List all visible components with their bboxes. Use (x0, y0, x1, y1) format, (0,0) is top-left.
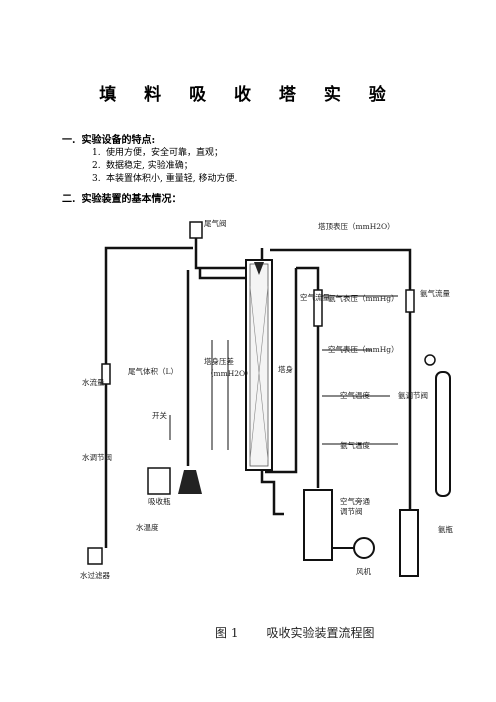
label-blower: 风机 (356, 566, 371, 576)
section-number: 二. (62, 194, 76, 205)
page-title: 填 料 吸 收 塔 实 验 (99, 85, 397, 105)
label-tower-dp: 塔身压差 (204, 356, 234, 366)
label-tower-dp-unit: （mmH2O） (206, 369, 253, 378)
label-absorber-bottle: 吸收瓶 (148, 496, 171, 506)
label-air-pressure: 空气表压（mmHg） (328, 344, 399, 354)
label-water-temp: 水温度 (136, 522, 159, 532)
distributor-icon (254, 262, 264, 275)
air-buffer-tank (303, 489, 333, 561)
air-flowmeter-icon (313, 289, 323, 327)
absorber-flask-icon (178, 470, 202, 494)
figure-title: 吸收实验装置流程图 (266, 626, 375, 640)
section-title: 实验设备的特点: (81, 135, 156, 146)
label-bypass-valve-2: 调节阀 (340, 507, 363, 516)
label-ammonia-temp: 氨气温度 (340, 440, 370, 450)
label-water-filter: 水过滤器 (80, 570, 110, 580)
label-switch: 开关 (152, 410, 167, 420)
label-tail-gas-volume: 尾气体积（L） (128, 366, 178, 376)
tail-valve-icon (189, 221, 203, 239)
label-tower-top-pressure: 塔顶表压（mmH2O） (318, 221, 395, 231)
ammonia-vessel (399, 509, 419, 577)
label-air-temp: 空气温度 (340, 390, 370, 400)
water-filter-icon (87, 547, 103, 565)
label-ammonia-flow: 氨气流量 (420, 288, 450, 298)
gauge-icon (424, 354, 436, 366)
section-title: 实验装置的基本情况： (81, 194, 182, 205)
label-water-valve: 水调节阀 (82, 452, 112, 462)
label-bypass-valve: 空气旁通 (340, 496, 370, 506)
section-heading-apparatus: 二. 实验装置的基本情况： (62, 190, 181, 205)
label-tail-valve: 尾气阀 (204, 218, 227, 228)
list-item: 3.本装置体积小, 重量轻, 移动方便. (92, 174, 238, 184)
diagram-labels: 尾气阀 塔顶表压（mmH2O） 氨气表压（mmHg） 氨气流量 空气流量 水流量… (80, 218, 453, 580)
list-item: 2.数据稳定, 实验准确； (92, 161, 193, 171)
feature-list: 1.使用方便，安全可靠，直观； 2.数据稳定, 实验准确； 3.本装置体积小, … (92, 147, 237, 186)
figure-caption: 图 1 吸收实验装置流程图 (215, 624, 374, 641)
water-flowmeter-icon (101, 363, 111, 385)
section-heading-features: 一. 实验设备的特点: (62, 131, 155, 146)
list-item: 1.使用方便，安全可靠，直观； (92, 148, 224, 158)
label-ammonia-valve: 氨调节阀 (398, 390, 428, 400)
label-air-flow: 空气流量 (300, 292, 330, 302)
ammonia-cylinder (435, 371, 451, 497)
ammonia-flowmeter-icon (405, 289, 415, 313)
label-ammonia-cylinder: 氨瓶 (438, 524, 453, 534)
instrument-lines (105, 295, 398, 520)
label-tower-body: 塔身 (278, 364, 293, 374)
label-ammonia-gauge: 氨气表压（mmHg） (328, 293, 399, 303)
section-number: 一. (62, 135, 76, 146)
packing (249, 285, 269, 461)
figure-number: 图 1 (215, 626, 239, 640)
blower-icon (353, 537, 375, 559)
absorber-bottle-icon (147, 467, 171, 495)
label-water-flow: 水流量 (82, 377, 105, 387)
